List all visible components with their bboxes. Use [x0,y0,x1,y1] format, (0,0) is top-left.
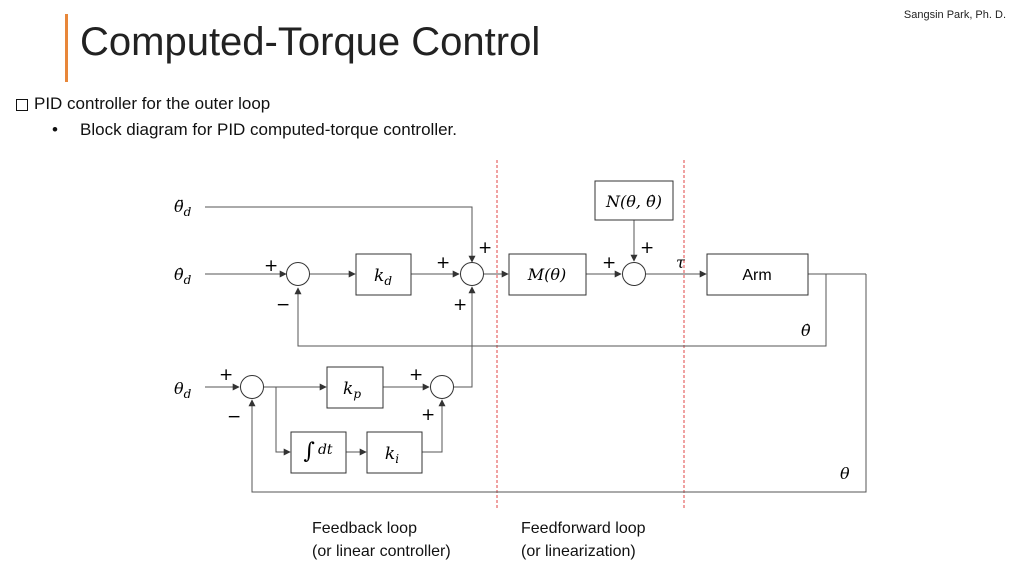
caption-feedforward-line2: (or linearization) [521,543,636,560]
label-kd: kd [374,266,392,288]
line-ki-to-sum [422,399,446,453]
bullet-level2-text: Block diagram for PID computed-torque co… [80,120,458,139]
bullet-level2: • Block diagram for PID computed-torque c… [52,120,457,140]
sum-pi [430,375,454,399]
caption-feedback: Feedback loop (or linear controller) [312,517,451,563]
author-label: Sangsin Park, Ph. D. [903,9,1006,21]
caption-feedforward-line1: Feedforward loop [521,520,646,537]
input-accel-label: θ̈d [174,197,192,219]
signal-labels: θ̈d θ̇d θd τ θ̇ θ [174,197,850,483]
slide-title: Computed-Torque Control [80,20,541,64]
line-vel-feedback [294,274,827,347]
block-kp [326,366,384,409]
block-kd [355,253,412,296]
sum-acceleration [460,262,484,286]
sign-vel-minus: − [276,295,290,315]
sign-torque-plus-top: + [640,238,654,258]
sum-velocity-error [286,262,310,286]
summing-junctions [240,262,646,399]
caption-feedback-line1: Feedback loop [312,520,417,537]
label-arm: Arm [742,267,771,284]
checkbox-bullet-icon [16,99,28,111]
block-labels: kd M(θ) N(θ, θ̇) Arm kp ∫dt ki [303,192,771,466]
sign-accel-plus-left: + [436,253,450,273]
caption-feedback-line2: (or linear controller) [312,543,451,560]
block-nonlinear [594,180,674,221]
block-arm [706,253,809,296]
line-to-integral [275,387,291,456]
label-ki: ki [385,444,399,466]
block-mass [508,253,587,296]
signal-lines [205,206,867,493]
title-accent-bar [65,14,68,82]
sign-pos-minus: − [227,407,241,427]
theta-dot-label: θ̇ [801,321,811,340]
blocks [290,180,809,474]
label-kp: kp [343,379,361,401]
sign-torque-plus-left: + [602,253,616,273]
sum-position-error [240,375,264,399]
divider-lines [496,160,685,510]
sign-pi-plus-left: + [409,365,423,385]
label-nonlinear: N(θ, θ̇) [605,192,662,211]
sum-torque [622,262,646,286]
junction-signs: + − + + + + + + − + + [219,238,654,427]
sign-pos-plus: + [219,365,233,385]
sign-accel-plus-top: + [478,238,492,258]
caption-feedforward: Feedforward loop (or linearization) [521,517,646,563]
sign-pi-plus-bottom: + [421,405,435,425]
tau-label: τ [676,253,686,272]
theta-label: θ [840,464,850,483]
label-mass: M(θ) [527,265,567,284]
sign-vel-plus: + [264,256,278,276]
line-pos-feedback [248,274,867,493]
block-ki [366,431,423,474]
bullet-dot-icon: • [52,120,58,139]
input-pos-label: θd [174,379,192,401]
input-vel-label: θ̇d [174,265,192,287]
bullet-level1: PID controller for the outer loop [16,94,270,114]
bullet-level1-text: PID controller for the outer loop [34,94,271,113]
line-pi-to-sum [454,286,476,388]
block-integral [290,431,347,474]
line-accel-ref [205,206,476,263]
label-integral: ∫dt [303,439,332,464]
sign-accel-plus-bottom: + [453,295,467,315]
